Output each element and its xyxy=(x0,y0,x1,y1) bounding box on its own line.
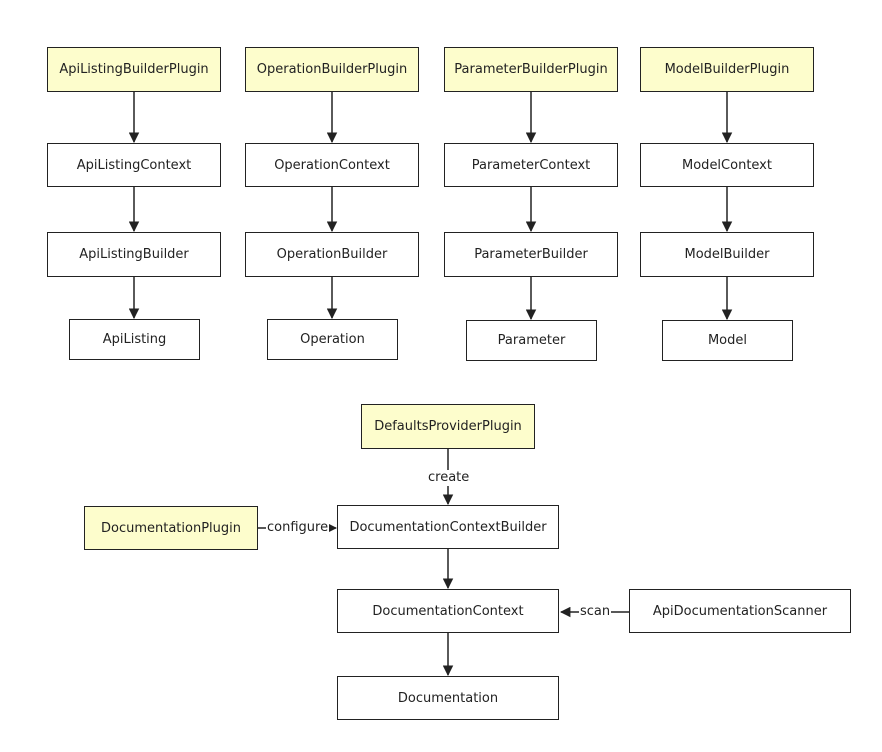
node-label: ParameterContext xyxy=(471,157,591,173)
node-label: OperationBuilder xyxy=(276,247,388,262)
node-label: DocumentationPlugin xyxy=(100,520,241,536)
node-label: DocumentationContext xyxy=(372,603,524,619)
node-model-context: ModelContext xyxy=(640,143,814,187)
node-operation-builder: OperationBuilder xyxy=(245,232,419,277)
node-label: OperationBuilderPlugin xyxy=(256,62,408,77)
edge-label-scan: scan xyxy=(579,604,612,620)
node-label: Model xyxy=(707,333,748,348)
node-label: ParameterBuilderPlugin xyxy=(454,62,608,77)
node-model-builder: ModelBuilder xyxy=(640,232,814,277)
node-label: DefaultsProviderPlugin xyxy=(374,419,522,434)
edge-label-configure: configure xyxy=(266,520,330,536)
node-label: ModelBuilderPlugin xyxy=(664,62,790,77)
node-label: ModelBuilder xyxy=(684,247,770,262)
node-model: Model xyxy=(662,320,793,361)
node-api-documentation-scanner: ApiDocumentationScanner xyxy=(629,589,851,633)
node-operation: Operation xyxy=(267,319,398,360)
node-api-listing-builder-plugin: ApiListingBuilderPlugin xyxy=(47,47,221,92)
edge-label-create: create xyxy=(427,470,471,486)
node-label: ParameterBuilder xyxy=(474,247,588,262)
node-label: ApiListingBuilderPlugin xyxy=(59,62,209,77)
node-parameter: Parameter xyxy=(466,320,597,361)
node-documentation-context-builder: DocumentationContextBuilder xyxy=(337,505,559,549)
node-api-listing: ApiListing xyxy=(69,319,200,360)
node-label: OperationContext xyxy=(274,157,390,173)
node-api-listing-context: ApiListingContext xyxy=(47,143,221,187)
node-parameter-builder-plugin: ParameterBuilderPlugin xyxy=(444,47,618,92)
node-model-builder-plugin: ModelBuilderPlugin xyxy=(640,47,814,92)
node-label: ApiListing xyxy=(102,332,167,347)
node-label: Operation xyxy=(300,332,365,347)
node-label: ApiDocumentationScanner xyxy=(652,603,828,619)
node-documentation-plugin: DocumentationPlugin xyxy=(84,506,258,550)
node-operation-builder-plugin: OperationBuilderPlugin xyxy=(245,47,419,92)
node-label: Parameter xyxy=(497,333,566,348)
node-label: ApiListingContext xyxy=(76,157,192,173)
node-defaults-provider-plugin: DefaultsProviderPlugin xyxy=(361,404,535,449)
node-api-listing-builder: ApiListingBuilder xyxy=(47,232,221,277)
node-documentation-context: DocumentationContext xyxy=(337,589,559,633)
node-operation-context: OperationContext xyxy=(245,143,419,187)
node-parameter-builder: ParameterBuilder xyxy=(444,232,618,277)
node-parameter-context: ParameterContext xyxy=(444,143,618,187)
node-label: DocumentationContextBuilder xyxy=(349,519,547,535)
node-label: Documentation xyxy=(397,690,499,706)
node-documentation: Documentation xyxy=(337,676,559,720)
node-label: ApiListingBuilder xyxy=(79,247,189,262)
node-label: ModelContext xyxy=(682,157,772,173)
